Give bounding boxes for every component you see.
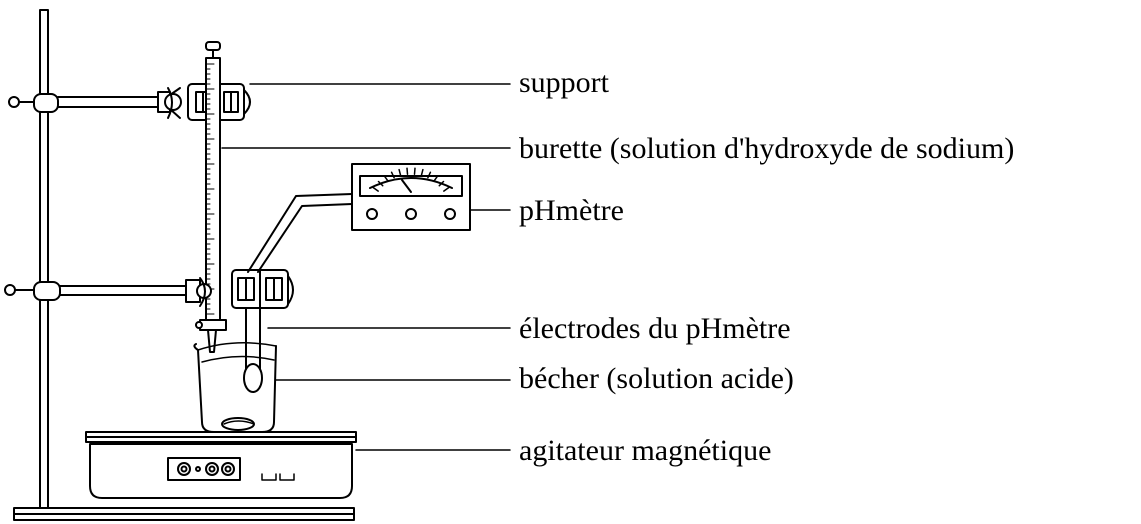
- label-becher: bécher (solution acide): [519, 364, 794, 394]
- phmeter: [352, 164, 470, 230]
- stand-base: [14, 508, 354, 520]
- label-agitateur: agitateur magnétique: [519, 436, 771, 466]
- phmeter-cable: [248, 194, 352, 272]
- electrode: [244, 308, 262, 392]
- label-burette: burette (solution d'hydroxyde de sodium): [519, 134, 1014, 164]
- label-support: support: [519, 68, 609, 98]
- stand-rod: [40, 10, 48, 515]
- magnetic-stirrer: [86, 432, 356, 498]
- label-electrodes: électrodes du pHmètre: [519, 314, 791, 344]
- leader-lines: [222, 84, 510, 450]
- beaker: [194, 343, 276, 432]
- label-phmetre: pHmètre: [519, 196, 624, 226]
